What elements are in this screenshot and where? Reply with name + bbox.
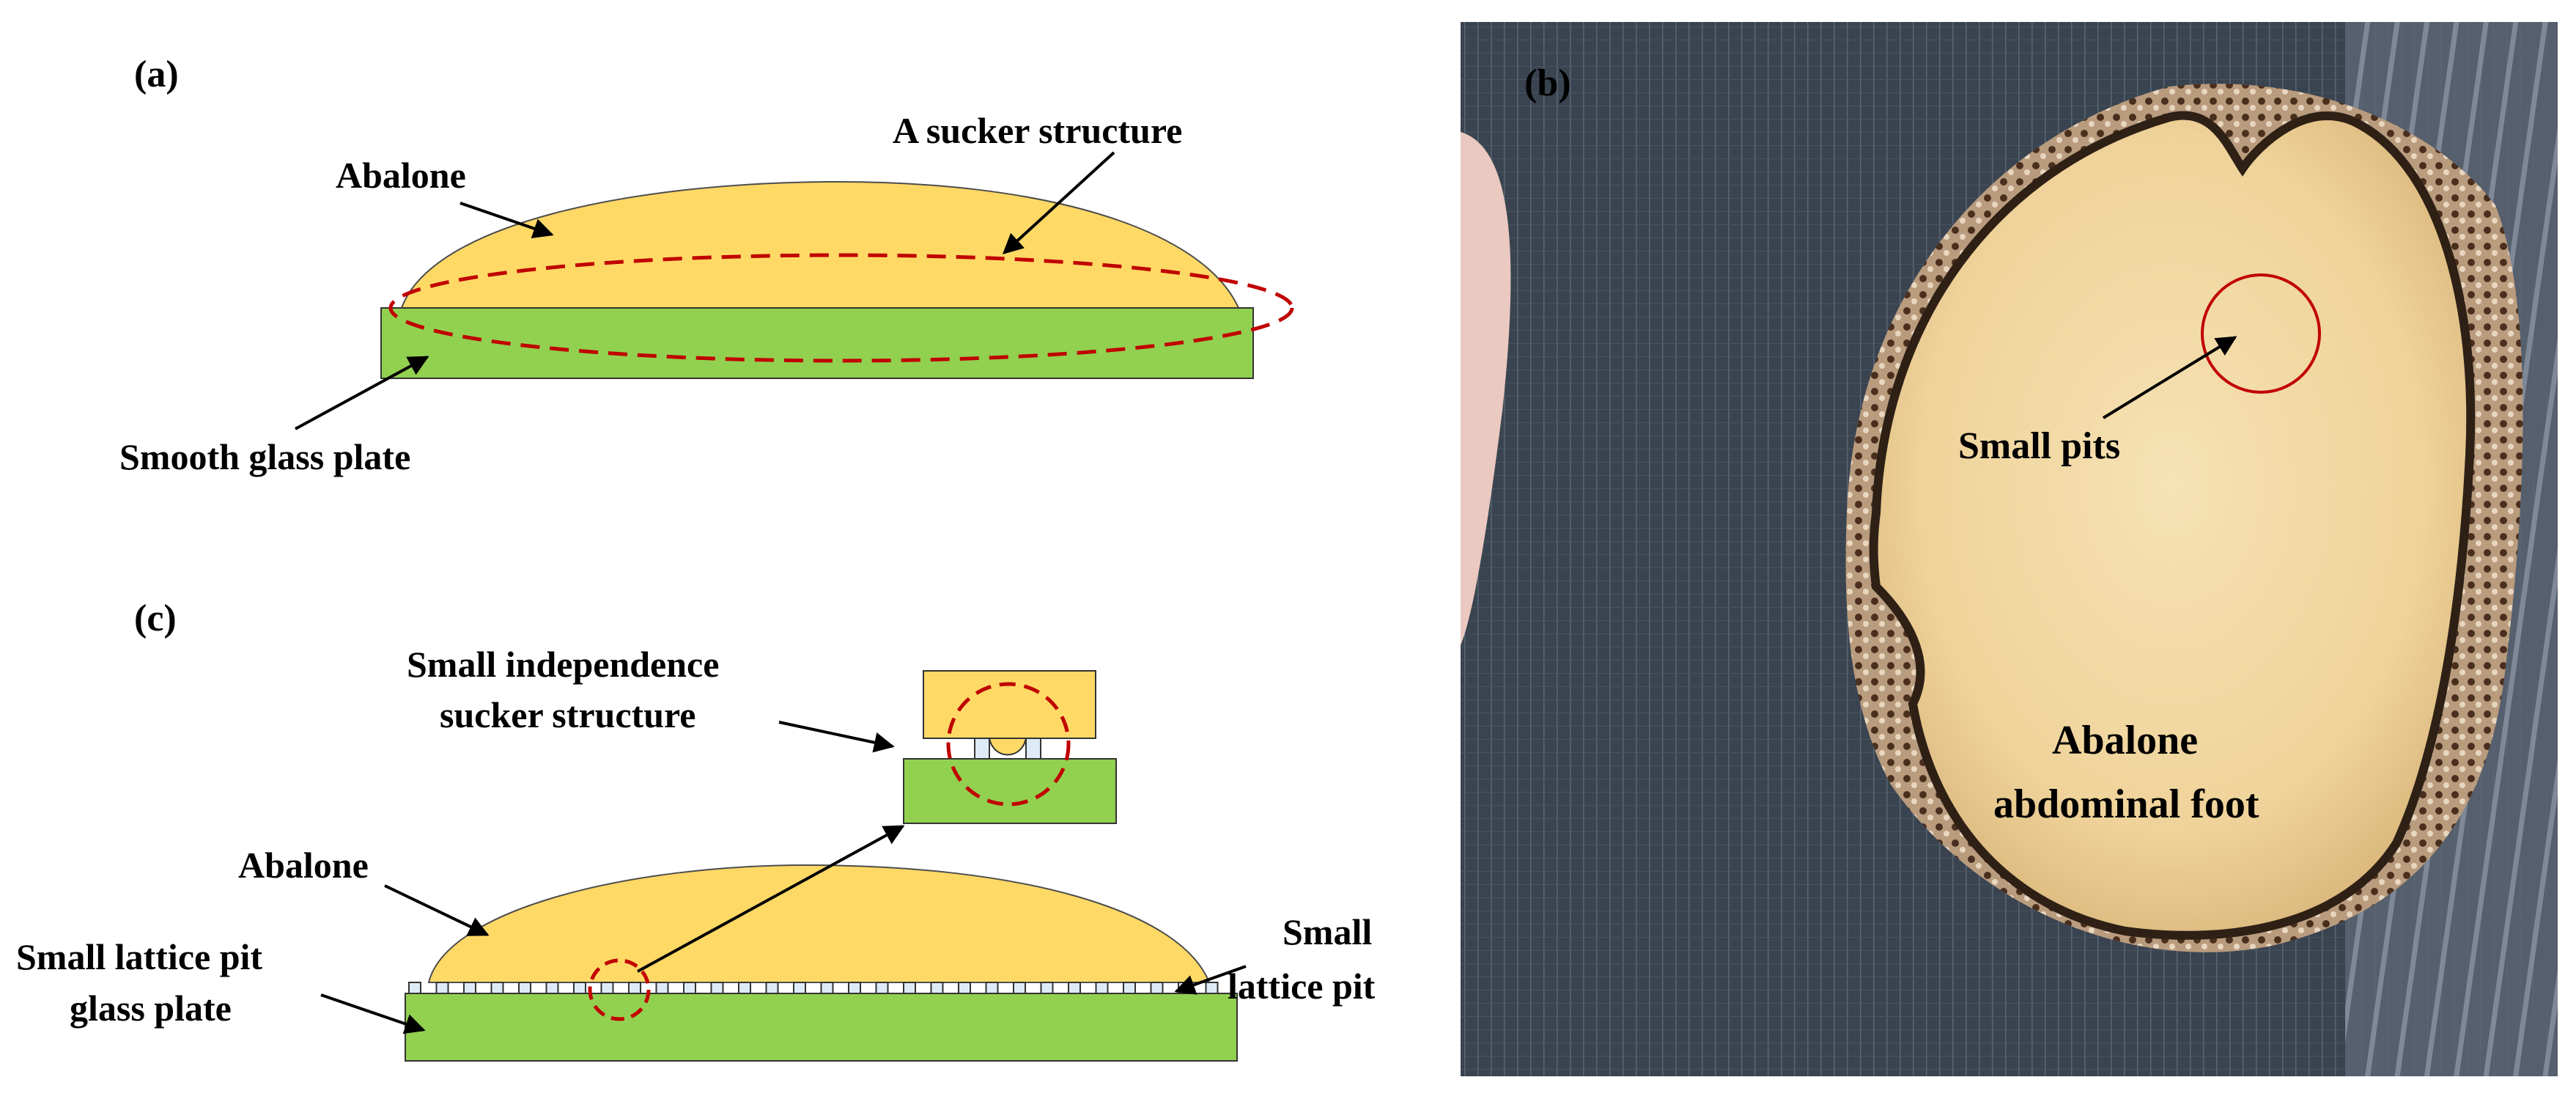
abalone-body-a (400, 180, 1240, 309)
lattice-pit (1068, 982, 1081, 994)
smooth-glass-plate (380, 307, 1254, 379)
lattice-pit (985, 982, 999, 994)
independence-arrow (778, 721, 895, 753)
panel-b-photo: (b) Small pits Abalone abdominal foot (1461, 22, 2558, 1076)
lattice-pit (655, 982, 669, 994)
smooth-plate-label: Smooth glass plate (119, 436, 410, 477)
lattice-pit (435, 982, 449, 994)
sucker-structure-outline (388, 253, 1294, 363)
panel-a: (a) Abalone A sucker structure Smooth gl… (119, 54, 1294, 477)
lattice-plate-label-1: Small lattice pit (16, 936, 262, 977)
small-pits-arrow (2102, 336, 2237, 419)
lattice-pit (545, 982, 559, 994)
lattice-pit (573, 982, 586, 994)
panel-c: (c) Small independence sucker structure … (16, 598, 1376, 1062)
lattice-glass-plate (405, 993, 1238, 1062)
small-pits-label: Small pits (1958, 425, 2120, 467)
panel-c-label: (c) (134, 598, 177, 639)
foot-label-2: abdominal foot (1993, 782, 2259, 827)
lattice-pit (490, 982, 504, 994)
lattice-pit-arrow (1174, 965, 1247, 995)
lattice-pit (463, 982, 476, 994)
lattice-plate-label-2: glass plate (70, 988, 232, 1029)
lattice-pit (408, 982, 421, 994)
lattice-pit (518, 982, 531, 994)
lattice-pit (738, 982, 751, 994)
lattice-pit (793, 982, 806, 994)
inset-pit-right (1025, 738, 1041, 760)
lattice-pit (1013, 982, 1026, 994)
lattice-pit (765, 982, 779, 994)
lattice-pit (820, 982, 834, 994)
abalone-body-c (427, 864, 1211, 983)
lattice-pit (958, 982, 971, 994)
pit-to-inset-arrow (637, 825, 905, 973)
pit-highlight-circle (588, 958, 651, 1021)
inset-pit-left (974, 738, 990, 760)
lattice-pit (1123, 982, 1136, 994)
sucker-arrow (1002, 151, 1115, 254)
finger-left (1461, 132, 1511, 645)
lattice-pit (930, 982, 944, 994)
lattice-pit (875, 982, 889, 994)
lattice-pit (683, 982, 696, 994)
plate-arrow-a (295, 356, 429, 430)
lattice-pit (600, 982, 614, 994)
lattice-pit (628, 982, 641, 994)
abalone-arrow-a (460, 202, 554, 239)
lattice-pit (1150, 982, 1164, 994)
small-pits-circle (2201, 273, 2321, 394)
independence-label-1: Small independence (407, 644, 719, 685)
lattice-pit (710, 982, 724, 994)
abalone-arrow-c (384, 884, 490, 936)
lattice-plate-arrow (320, 993, 426, 1034)
inset-cavity (988, 738, 1027, 756)
lattice-pit (848, 982, 861, 994)
lattice-pit (903, 982, 916, 994)
panel-a-label: (a) (134, 54, 179, 95)
inset-sucker (903, 670, 1117, 824)
lattice-pit-label-1: Small (1283, 911, 1372, 952)
independence-label-2: sucker structure (440, 694, 696, 735)
abalone-label-a: Abalone (336, 155, 466, 196)
sucker-structure-label: A sucker structure (893, 110, 1182, 151)
panel-b-label: (b) (1524, 62, 1571, 104)
inset-sucker-outline (946, 682, 1071, 806)
abalone-label-c: Abalone (238, 845, 369, 886)
lattice-pit (1040, 982, 1054, 994)
lattice-pit (1205, 982, 1219, 994)
lattice-pit (1095, 982, 1109, 994)
lattice-pit-label-2: lattice pit (1228, 966, 1376, 1007)
inset-glass-plate (903, 758, 1117, 824)
abalone-abdominal-foot (1869, 111, 2476, 940)
foot-label-1: Abalone (2052, 718, 2198, 763)
lattice-pit-row (408, 982, 1219, 994)
